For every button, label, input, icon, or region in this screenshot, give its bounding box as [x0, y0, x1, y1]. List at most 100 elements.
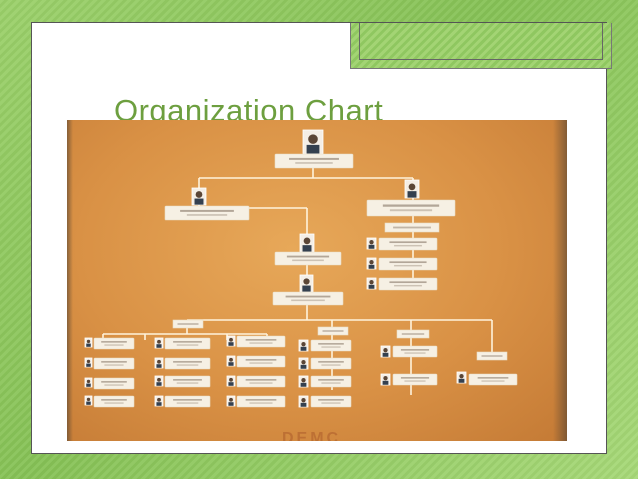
blurred-text [321, 364, 341, 366]
blurred-text [101, 381, 127, 383]
portrait-body [228, 362, 234, 366]
blurred-text [249, 382, 273, 384]
footer-logo: DEMC [282, 430, 342, 441]
portrait-body [368, 264, 375, 269]
portrait-body [86, 401, 91, 405]
portrait-body [300, 364, 307, 369]
portrait-head [408, 183, 416, 191]
blurred-text [286, 255, 330, 258]
blurred-text [101, 361, 127, 363]
org-box [274, 153, 354, 169]
portrait-body [156, 402, 162, 406]
blurred-text [176, 382, 199, 384]
portrait-body [302, 245, 312, 252]
portrait-head [383, 376, 388, 381]
portrait-head [308, 134, 318, 144]
portrait-body [368, 244, 375, 249]
portrait-body [86, 343, 91, 347]
blurred-text [177, 323, 199, 325]
org-box [164, 395, 211, 408]
blurred-text [404, 380, 426, 382]
org-box [392, 345, 438, 358]
blurred-text [285, 295, 331, 298]
blurred-text [404, 352, 426, 354]
org-box [468, 373, 518, 386]
org-box [310, 339, 352, 352]
org-box [366, 199, 456, 217]
org-box [236, 375, 286, 388]
portrait-body [407, 191, 417, 198]
blurred-text [291, 299, 325, 302]
blurred-text [176, 344, 199, 346]
portrait-body [302, 285, 311, 292]
portrait-body [382, 380, 389, 385]
org-box [93, 357, 135, 370]
blurred-text [318, 379, 344, 381]
portrait-head [229, 357, 233, 362]
blurred-text [245, 339, 277, 341]
blurred-text [176, 402, 199, 404]
org-box [93, 377, 135, 390]
portrait-head [157, 397, 161, 402]
org-box [378, 257, 438, 271]
portrait-body [368, 284, 375, 289]
portrait-head [301, 378, 306, 383]
org-chart-photo: DEMC [67, 120, 567, 441]
portrait-head [369, 240, 374, 245]
portrait-head [301, 398, 306, 403]
blurred-text [173, 361, 202, 363]
portrait-body [458, 378, 465, 383]
portrait-head [157, 339, 161, 344]
org-box [272, 291, 344, 306]
org-box [93, 395, 135, 408]
blurred-text [481, 380, 505, 382]
portrait-body [300, 402, 307, 407]
portrait-body [382, 352, 389, 357]
org-box [236, 395, 286, 408]
blurred-text [318, 343, 344, 345]
blurred-text [382, 204, 440, 207]
blurred-text [104, 344, 124, 346]
blurred-text [245, 359, 277, 361]
blurred-text [249, 402, 273, 404]
blurred-text [477, 377, 509, 379]
corner-decoration [350, 23, 612, 69]
org-box [164, 205, 250, 221]
blurred-text [321, 382, 341, 384]
portrait-head [301, 342, 306, 347]
portrait-head [86, 339, 91, 344]
blurred-text [318, 361, 344, 363]
org-chart-diagram [84, 129, 518, 408]
blurred-text [389, 261, 427, 264]
portrait-head [301, 360, 306, 365]
portrait-body [228, 382, 234, 386]
blurred-text [481, 355, 503, 357]
portrait-body [306, 144, 320, 154]
portrait-head [369, 280, 374, 285]
blurred-text [245, 399, 277, 401]
blurred-text [173, 399, 202, 401]
org-box [236, 335, 286, 348]
portrait-head [86, 379, 91, 384]
blurred-text [321, 346, 341, 348]
portrait-body [86, 363, 91, 367]
blurred-text [104, 364, 124, 366]
blurred-text [394, 264, 422, 267]
blurred-text [322, 330, 344, 332]
blurred-text [104, 402, 124, 404]
blurred-text [400, 349, 430, 351]
blurred-text [249, 362, 273, 364]
org-box [274, 251, 342, 266]
portrait-head [229, 377, 233, 382]
org-box [164, 337, 211, 350]
blurred-text [245, 379, 277, 381]
org-box [310, 357, 352, 370]
org-box [310, 375, 352, 388]
portrait-body [228, 402, 234, 406]
blurred-text [393, 226, 431, 229]
org-box [164, 375, 211, 388]
org-box [392, 373, 438, 386]
org-box [378, 277, 438, 291]
org-box [310, 395, 352, 408]
blurred-text [401, 333, 425, 335]
